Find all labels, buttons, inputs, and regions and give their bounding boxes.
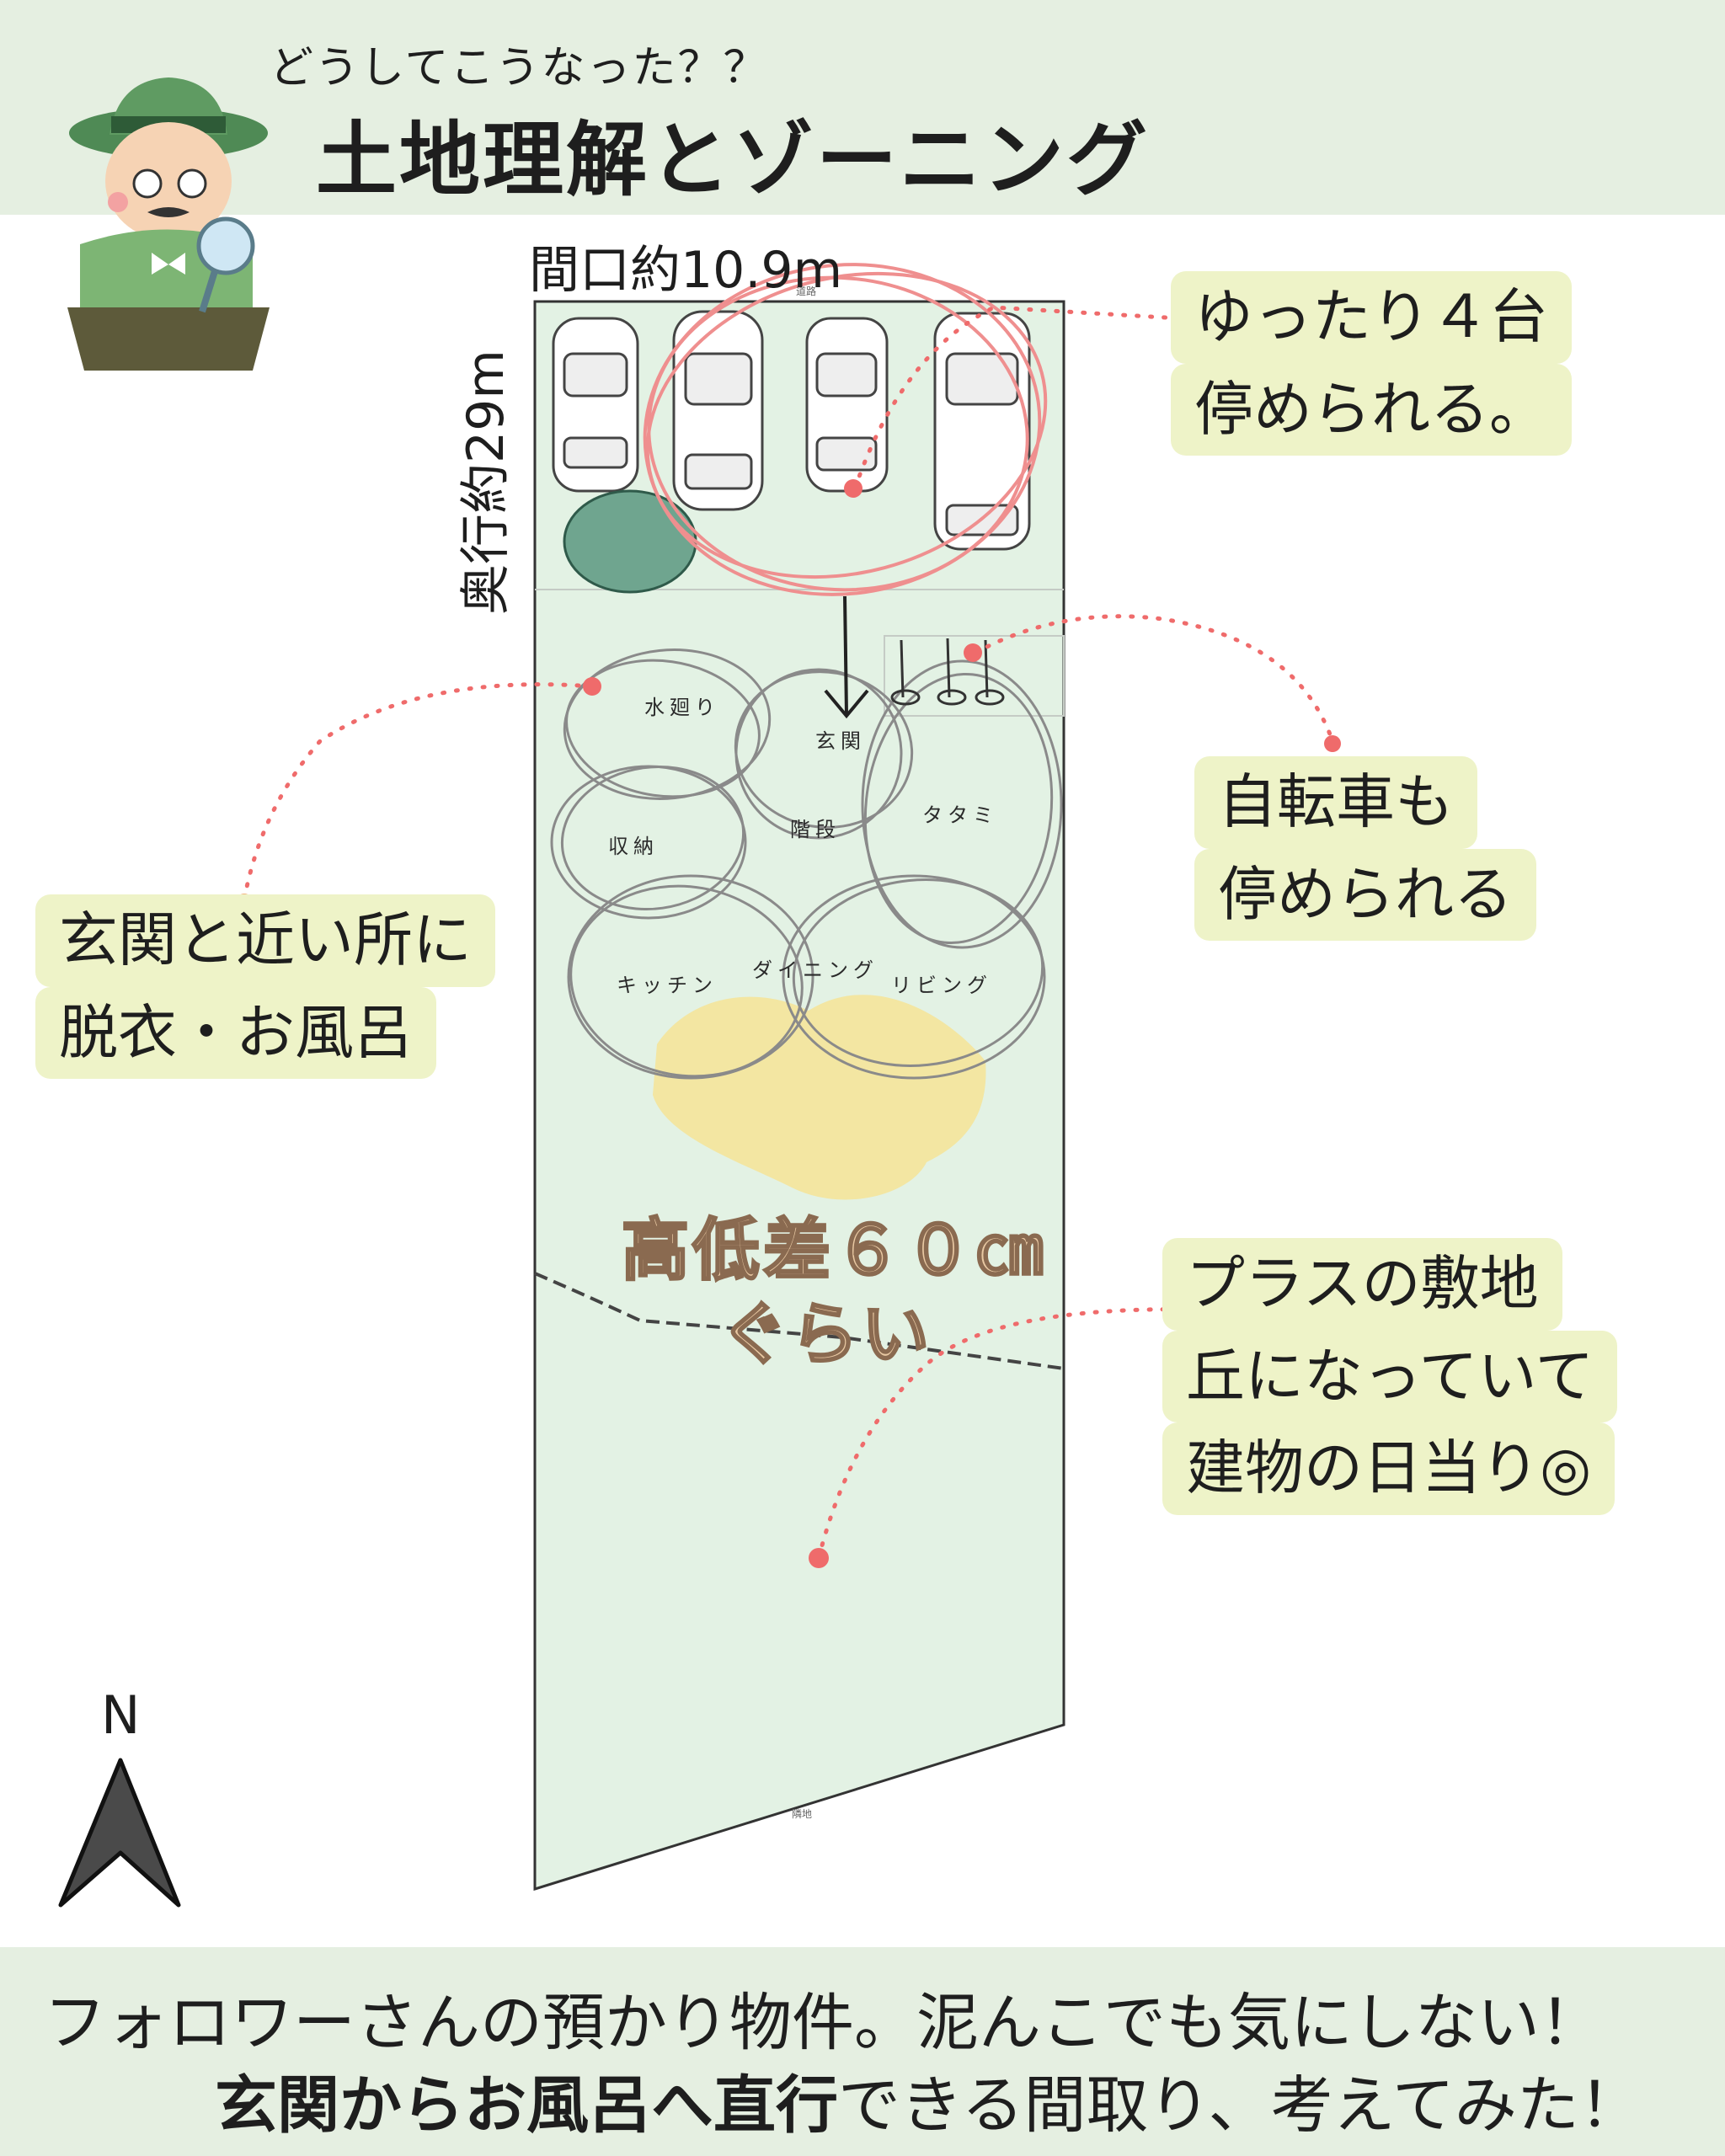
edge-label-neighbor: 隣地 xyxy=(792,1807,812,1820)
callout-bath: 玄関と近い所に 脱衣・お風呂 xyxy=(35,894,495,1079)
header-subtitle: どうしてこうなった？？ xyxy=(270,43,769,93)
room-label-stairs: 階段 xyxy=(790,818,841,841)
entrance-arrow xyxy=(824,595,869,719)
room-label-water: 水廻り xyxy=(644,696,720,719)
bicycle-icons xyxy=(890,638,1005,706)
callout-slope-line1: プラスの敷地 xyxy=(1162,1238,1562,1331)
car-1 xyxy=(552,317,639,493)
room-label-kitchen: キッチン xyxy=(617,974,718,997)
footer-line1: フォロワーさんの預かり物件。泥んこでも気にしない！ xyxy=(44,1987,1602,2059)
parking-highlight-circle xyxy=(643,263,1048,596)
footer-line2: 玄関からお風呂へ直行できる間取り、考えてみた！ xyxy=(215,2055,1642,2145)
leader-lines xyxy=(242,305,1335,1561)
callout-slope: プラスの敷地 丘になっていて 建物の日当り◎ xyxy=(1162,1238,1618,1515)
footer-line2-rest: できる間取り、考えてみた！ xyxy=(838,2069,1642,2142)
footer-band xyxy=(0,1947,1725,2156)
callout-slope-line3: 建物の日当り◎ xyxy=(1162,1422,1616,1515)
page-title: 土地理解とゾーニング xyxy=(316,113,1150,207)
callout-slope-line2: 丘になっていて xyxy=(1162,1330,1618,1422)
header-band xyxy=(0,0,1725,215)
elevation-line xyxy=(534,1272,1065,1370)
depth-dimension: 奥行約29m xyxy=(457,350,515,615)
callout-parking-line2: 停められる。 xyxy=(1171,363,1572,456)
zoning-circles xyxy=(550,648,1063,1080)
room-label-living: リビング xyxy=(891,974,992,997)
car-3 xyxy=(805,317,889,493)
north-label: N xyxy=(101,1684,141,1746)
callout-bikes-line1: 自転車も xyxy=(1194,756,1477,849)
room-label-entrance: 玄関 xyxy=(815,729,866,753)
edge-label-road: 道路 xyxy=(796,285,816,297)
grade-label-line2: ぐらい xyxy=(719,1294,932,1375)
room-label-tatami: タタミ xyxy=(922,803,998,827)
explorer-character-icon xyxy=(67,77,270,371)
room-label-dining: ダイニング xyxy=(752,958,879,982)
footer-line2-bold: 玄関からお風呂へ直行 xyxy=(215,2069,838,2142)
callout-parking: ゆったり４台 停められる。 xyxy=(1171,271,1572,456)
callout-bikes-line2: 停められる xyxy=(1194,848,1536,941)
car-2 xyxy=(672,310,764,511)
callout-parking-line1: ゆったり４台 xyxy=(1171,271,1572,364)
grade-label-line1: 高低差６０㎝ xyxy=(621,1210,1046,1291)
tree xyxy=(563,489,697,594)
north-arrow-icon xyxy=(58,1758,181,1908)
sunlight-patch xyxy=(653,995,986,1200)
frontage-dimension: 間口約10.9m xyxy=(529,241,843,300)
car-4 xyxy=(933,312,1031,551)
room-label-storage: 収納 xyxy=(608,835,659,858)
callout-bath-line2: 脱衣・お風呂 xyxy=(35,986,436,1079)
callout-bath-line1: 玄関と近い所に xyxy=(35,894,495,987)
callout-bikes: 自転車も 停められる xyxy=(1194,756,1536,941)
